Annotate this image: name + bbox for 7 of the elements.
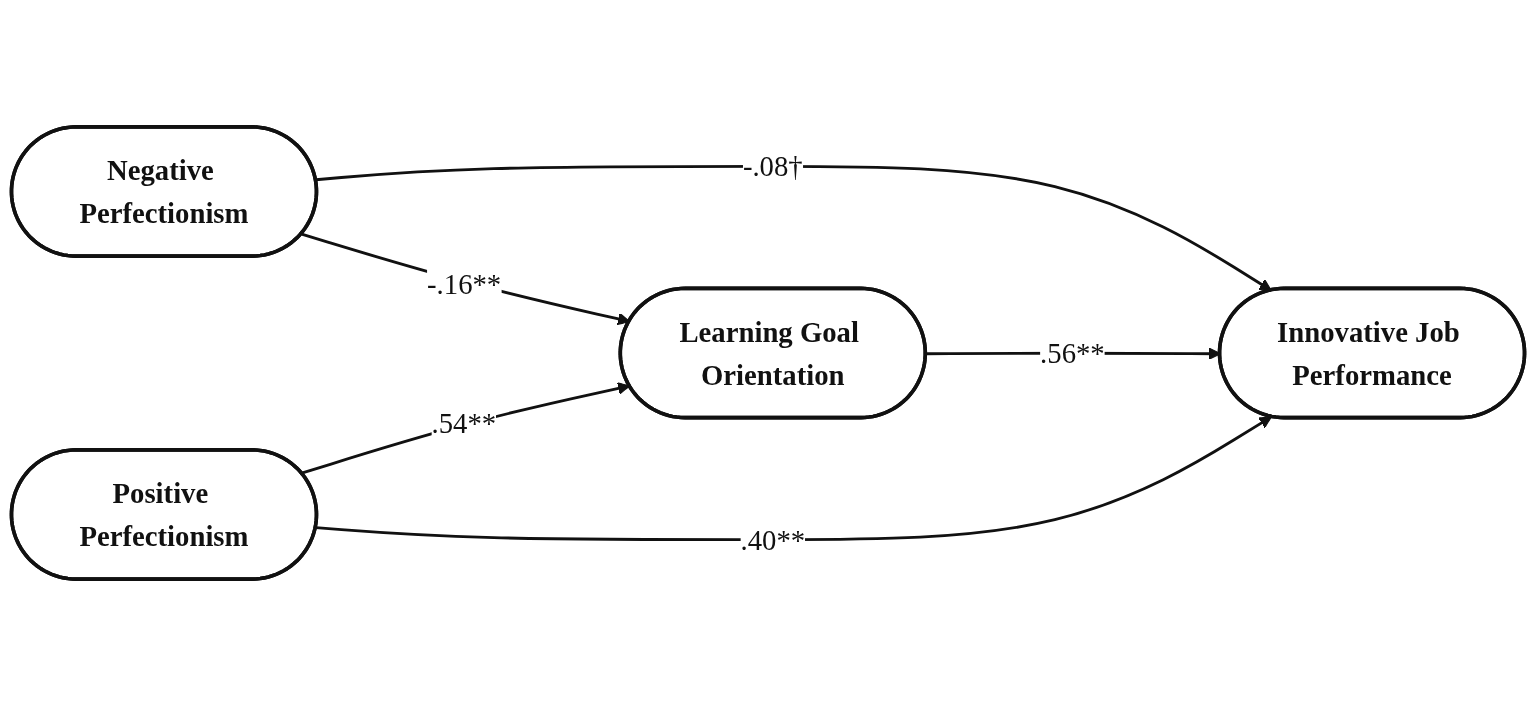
arrow [315, 164, 1272, 292]
edge-label: -.16** [427, 267, 502, 300]
arrow [315, 416, 1272, 542]
edge-label: .40** [740, 523, 806, 556]
edge-label: .54** [431, 406, 497, 439]
edge-label: -.08† [742, 150, 803, 183]
edge-label: .56** [1040, 337, 1105, 369]
